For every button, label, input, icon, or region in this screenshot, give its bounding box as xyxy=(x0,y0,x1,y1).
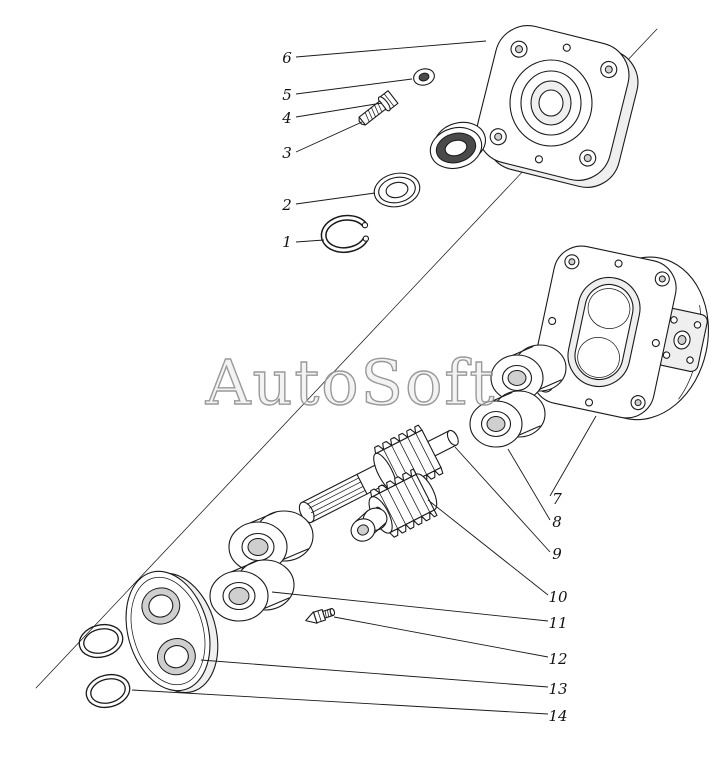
leader-line-1 xyxy=(295,239,325,243)
snap-ring xyxy=(320,214,369,254)
pump-housing xyxy=(531,245,709,421)
bearing-block-upper xyxy=(469,344,567,448)
callout-label-7: 7 xyxy=(552,490,562,508)
o-ring-upper xyxy=(78,623,124,659)
leader-line-6 xyxy=(295,40,487,58)
callout-label-9: 9 xyxy=(552,545,562,563)
leader-line-13 xyxy=(200,659,549,688)
callout-label-3: 3 xyxy=(282,144,292,162)
bolt xyxy=(358,90,399,126)
callout-label-5: 5 xyxy=(282,86,292,104)
leader-line-10 xyxy=(427,499,549,596)
callout-label-1: 1 xyxy=(282,233,292,251)
gear-journal-spacer xyxy=(350,507,388,542)
leader-line-14 xyxy=(131,689,549,715)
relief-fitting xyxy=(305,608,336,624)
leader-line-11 xyxy=(271,591,549,622)
callout-label-2: 2 xyxy=(281,196,292,214)
callout-label-4: 4 xyxy=(281,109,292,127)
callout-label-6: 6 xyxy=(282,49,292,67)
callout-label-12: 12 xyxy=(548,650,567,668)
bearing-block-lower xyxy=(209,510,314,622)
leader-line-12 xyxy=(333,616,549,658)
leader-line-8 xyxy=(507,448,551,521)
end-plate-gasket xyxy=(125,570,219,694)
leader-line-7 xyxy=(549,415,597,497)
thrust-ring xyxy=(373,172,421,208)
washer xyxy=(413,68,435,86)
callout-label-13: 13 xyxy=(548,680,567,698)
callouts: 1 2 3 4 5 6 7 8 9 10 11 12 13 14 xyxy=(131,40,597,725)
leader-line-5 xyxy=(295,78,413,95)
bearing-seal-ring xyxy=(429,121,486,170)
watermark-text: AutoSoft xyxy=(205,346,497,419)
leader-line-3 xyxy=(295,121,363,153)
o-ring-lower xyxy=(85,673,131,709)
cover-flange xyxy=(476,25,639,188)
leader-line-9 xyxy=(454,446,551,553)
callout-label-11: 11 xyxy=(548,614,567,632)
callout-label-8: 8 xyxy=(552,513,562,531)
leader-line-2 xyxy=(295,192,376,205)
leader-line-4 xyxy=(295,102,383,118)
callout-label-14: 14 xyxy=(548,707,567,725)
callout-label-10: 10 xyxy=(548,588,568,606)
